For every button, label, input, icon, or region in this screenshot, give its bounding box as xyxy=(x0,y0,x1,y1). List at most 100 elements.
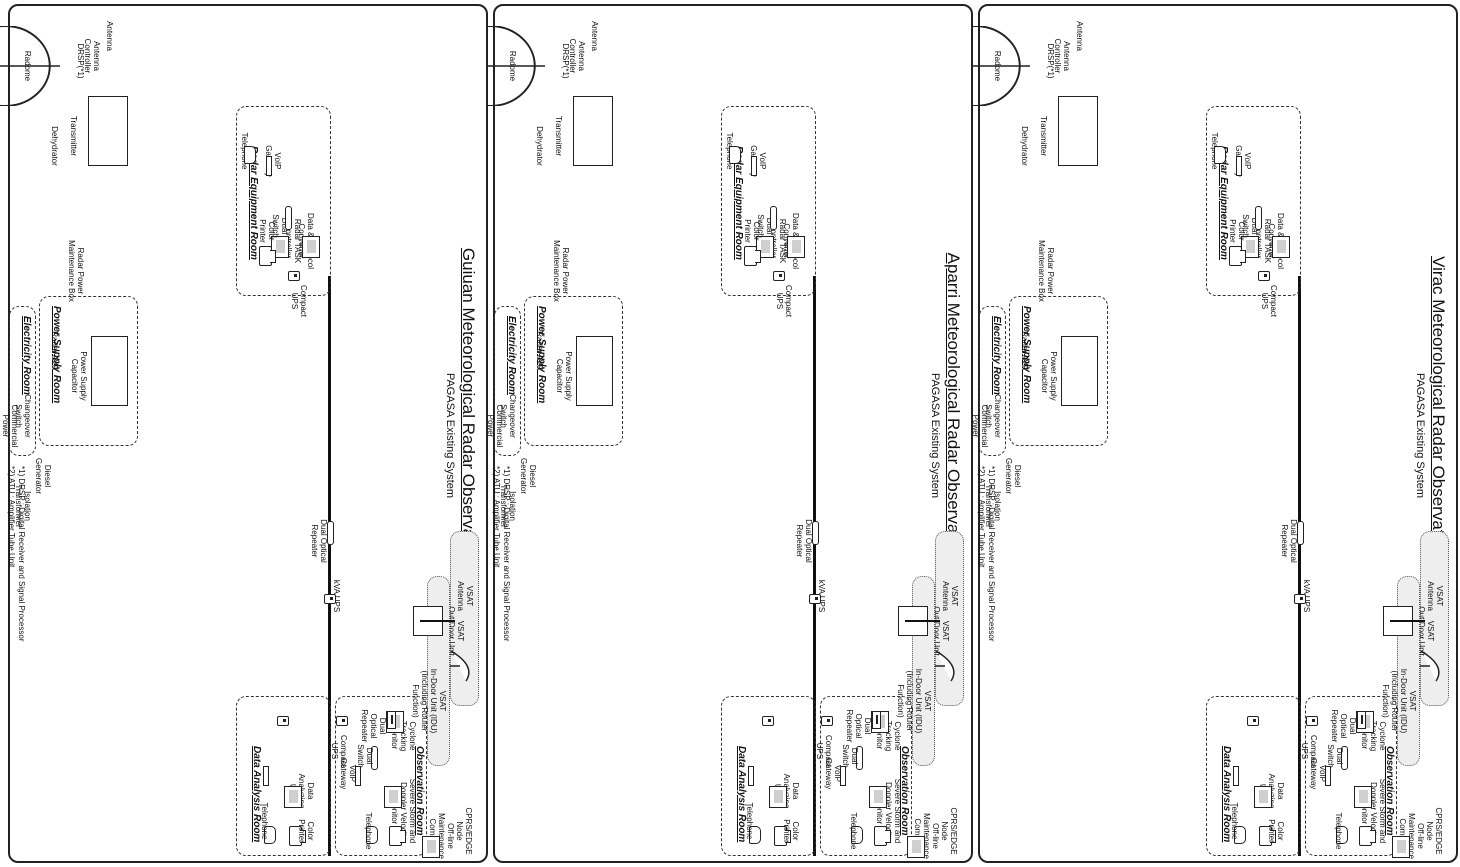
power-supply-capacitor-label: Power Supply Capacitor xyxy=(70,351,89,401)
antenna-label: Antenna xyxy=(105,21,115,51)
electricity-room-title: Electricity Room xyxy=(506,316,518,395)
analysis-printer-label: Color Printer xyxy=(1267,819,1286,843)
optical-repeater-icon xyxy=(327,521,335,545)
diesel-generator-label: Diesel Generator xyxy=(1004,457,1023,495)
color-printer-icon xyxy=(874,826,888,846)
radar-printer-icon xyxy=(1229,246,1243,266)
dvd-icon xyxy=(386,711,396,729)
odu-idu-link xyxy=(904,620,940,622)
power-supply-capacitor-label: Power Supply Capacitor xyxy=(555,351,574,401)
vsat-antenna-icon xyxy=(1418,650,1440,682)
station-panel-2: Aparri Meteorological Radar Observation … xyxy=(459,4,973,863)
antenna-controller-label: Antenna Controller xyxy=(1053,38,1072,74)
optical-repeater-icon xyxy=(1297,521,1305,545)
dehydrator-label: Dehydrator xyxy=(49,126,59,166)
converter-monitor-icon xyxy=(786,236,805,258)
drsp-label: DRSP(*1) xyxy=(1045,43,1055,79)
radar-dual-switch-icon xyxy=(770,206,778,230)
radome-icon xyxy=(0,26,61,106)
analysis-telephone-label: Telephone xyxy=(1230,802,1240,840)
vsat-antenna-icon xyxy=(448,650,470,682)
commercial-power-label: Commercial Power AC 220V, 3Φ3W xyxy=(0,397,20,456)
dual-optical-repeater-main-label: Dual Optical Repeater xyxy=(1280,519,1299,563)
radome-label: Radome xyxy=(23,50,33,82)
station-title: Guiuan Meteorological Radar Observation … xyxy=(459,247,478,624)
cprs-node-label: CPRS/EDGE Node xyxy=(1424,807,1443,855)
station-panel-1: Virac Meteorological Radar Observation S… xyxy=(944,4,1458,863)
radar-compact-ups-label: Compact UPS xyxy=(775,284,794,317)
analysis-telephone-label: Telephone xyxy=(745,802,755,840)
transmitter-cabinet-icon xyxy=(573,96,613,166)
analysis-printer-label: Color Printer xyxy=(782,819,801,843)
electricity-room-title: Electricity Room xyxy=(991,316,1003,395)
dual-optical-repeater-label: Dual Optical Repeater xyxy=(1330,709,1358,743)
kva-ups-icon xyxy=(1294,594,1307,604)
color-printer-icon xyxy=(1359,826,1373,846)
diesel-generator-label: Diesel Generator xyxy=(519,457,538,495)
footnotes: *1) DRSP : Digital Receiver and Signal P… xyxy=(976,466,996,642)
compact-ups-icon xyxy=(1305,716,1318,726)
drsp-label: DRSP(*1) xyxy=(560,43,570,79)
analysis-ups-icon xyxy=(761,716,774,726)
station-title: Aparri Meteorological Radar Observation … xyxy=(944,252,963,619)
color-printer-icon xyxy=(389,826,403,846)
radar-printer-icon xyxy=(259,246,273,266)
analysis-ups-icon xyxy=(1246,716,1259,726)
radar-avr-label: Radar AVR xyxy=(1019,331,1029,371)
radome-label: Radome xyxy=(993,50,1003,82)
transmitter-label: Transmitter xyxy=(554,115,564,157)
footnotes: *1) DRSP : Digital Receiver and Signal P… xyxy=(491,466,511,642)
electricity-room-title: Electricity Room xyxy=(21,316,33,395)
dvd-icon xyxy=(871,711,881,729)
telephone-label: Telephone xyxy=(1333,812,1343,850)
radar-compact-ups-icon xyxy=(773,271,786,281)
radar-voip-icon xyxy=(751,156,758,176)
compact-ups-label: Compact UPS xyxy=(814,734,833,767)
analysis-monitor-icon xyxy=(1253,786,1272,808)
radar-compact-ups-icon xyxy=(288,271,301,281)
analysis-voip-icon xyxy=(1233,766,1240,786)
analysis-voip-icon xyxy=(263,766,270,786)
drsp-label: DRSP(*1) xyxy=(75,43,85,79)
cprs-node-label: CPRS/EDGE Node xyxy=(454,807,473,855)
radar-compact-ups-label: Compact UPS xyxy=(290,284,309,317)
analysis-printer-label: Color Printer xyxy=(297,819,316,843)
radar-compact-ups-icon xyxy=(1258,271,1271,281)
radome-label: Radome xyxy=(508,50,518,82)
transmitter-label: Transmitter xyxy=(69,115,79,157)
radar-dual-switch-icon xyxy=(285,206,293,230)
radar-voip-icon xyxy=(1236,156,1243,176)
dehydrator-label: Dehydrator xyxy=(534,126,544,166)
cprs-node-label: CPRS/EDGE Node xyxy=(939,807,958,855)
footnotes: *1) DRSP : Digital Receiver and Signal P… xyxy=(6,466,26,642)
radar-printer-icon xyxy=(744,246,758,266)
odu-idu-link xyxy=(1389,620,1425,622)
station-title: Virac Meteorological Radar Observation S… xyxy=(1429,256,1448,615)
compact-ups-icon xyxy=(820,716,833,726)
telephone-label: Telephone xyxy=(848,812,858,850)
storm-monitor-icon xyxy=(384,786,403,808)
converter-monitor-icon xyxy=(1271,236,1290,258)
analysis-telephone-label: Telephone xyxy=(260,802,270,840)
antenna-controller-label: Antenna Controller xyxy=(568,38,587,74)
kva-ups-icon xyxy=(809,594,822,604)
station-panel-3: Guiuan Meteorological Radar Observation … xyxy=(0,4,488,863)
kva-ups-icon xyxy=(324,594,337,604)
radar-avr-label: Radar AVR xyxy=(49,331,59,371)
dual-optical-repeater-label: Dual Optical Repeater xyxy=(360,709,388,743)
power-supply-capacitor-icon xyxy=(91,336,128,406)
dual-optical-repeater-main-label: Dual Optical Repeater xyxy=(795,519,814,563)
transmitter-cabinet-icon xyxy=(88,96,128,166)
odu-idu-link xyxy=(419,620,455,622)
transmitter-cabinet-icon xyxy=(1058,96,1098,166)
radar-telephone-icon xyxy=(1213,146,1226,164)
telephone-label: Telephone xyxy=(363,812,373,850)
radar-telephone-icon xyxy=(243,146,256,164)
dual-optical-repeater-main-label: Dual Optical Repeater xyxy=(310,519,329,563)
offline-maintenance-icon xyxy=(1391,836,1410,858)
radar-telephone-icon xyxy=(728,146,741,164)
compact-ups-icon xyxy=(335,716,348,726)
analysis-monitor-icon xyxy=(283,786,302,808)
analysis-ups-icon xyxy=(276,716,289,726)
